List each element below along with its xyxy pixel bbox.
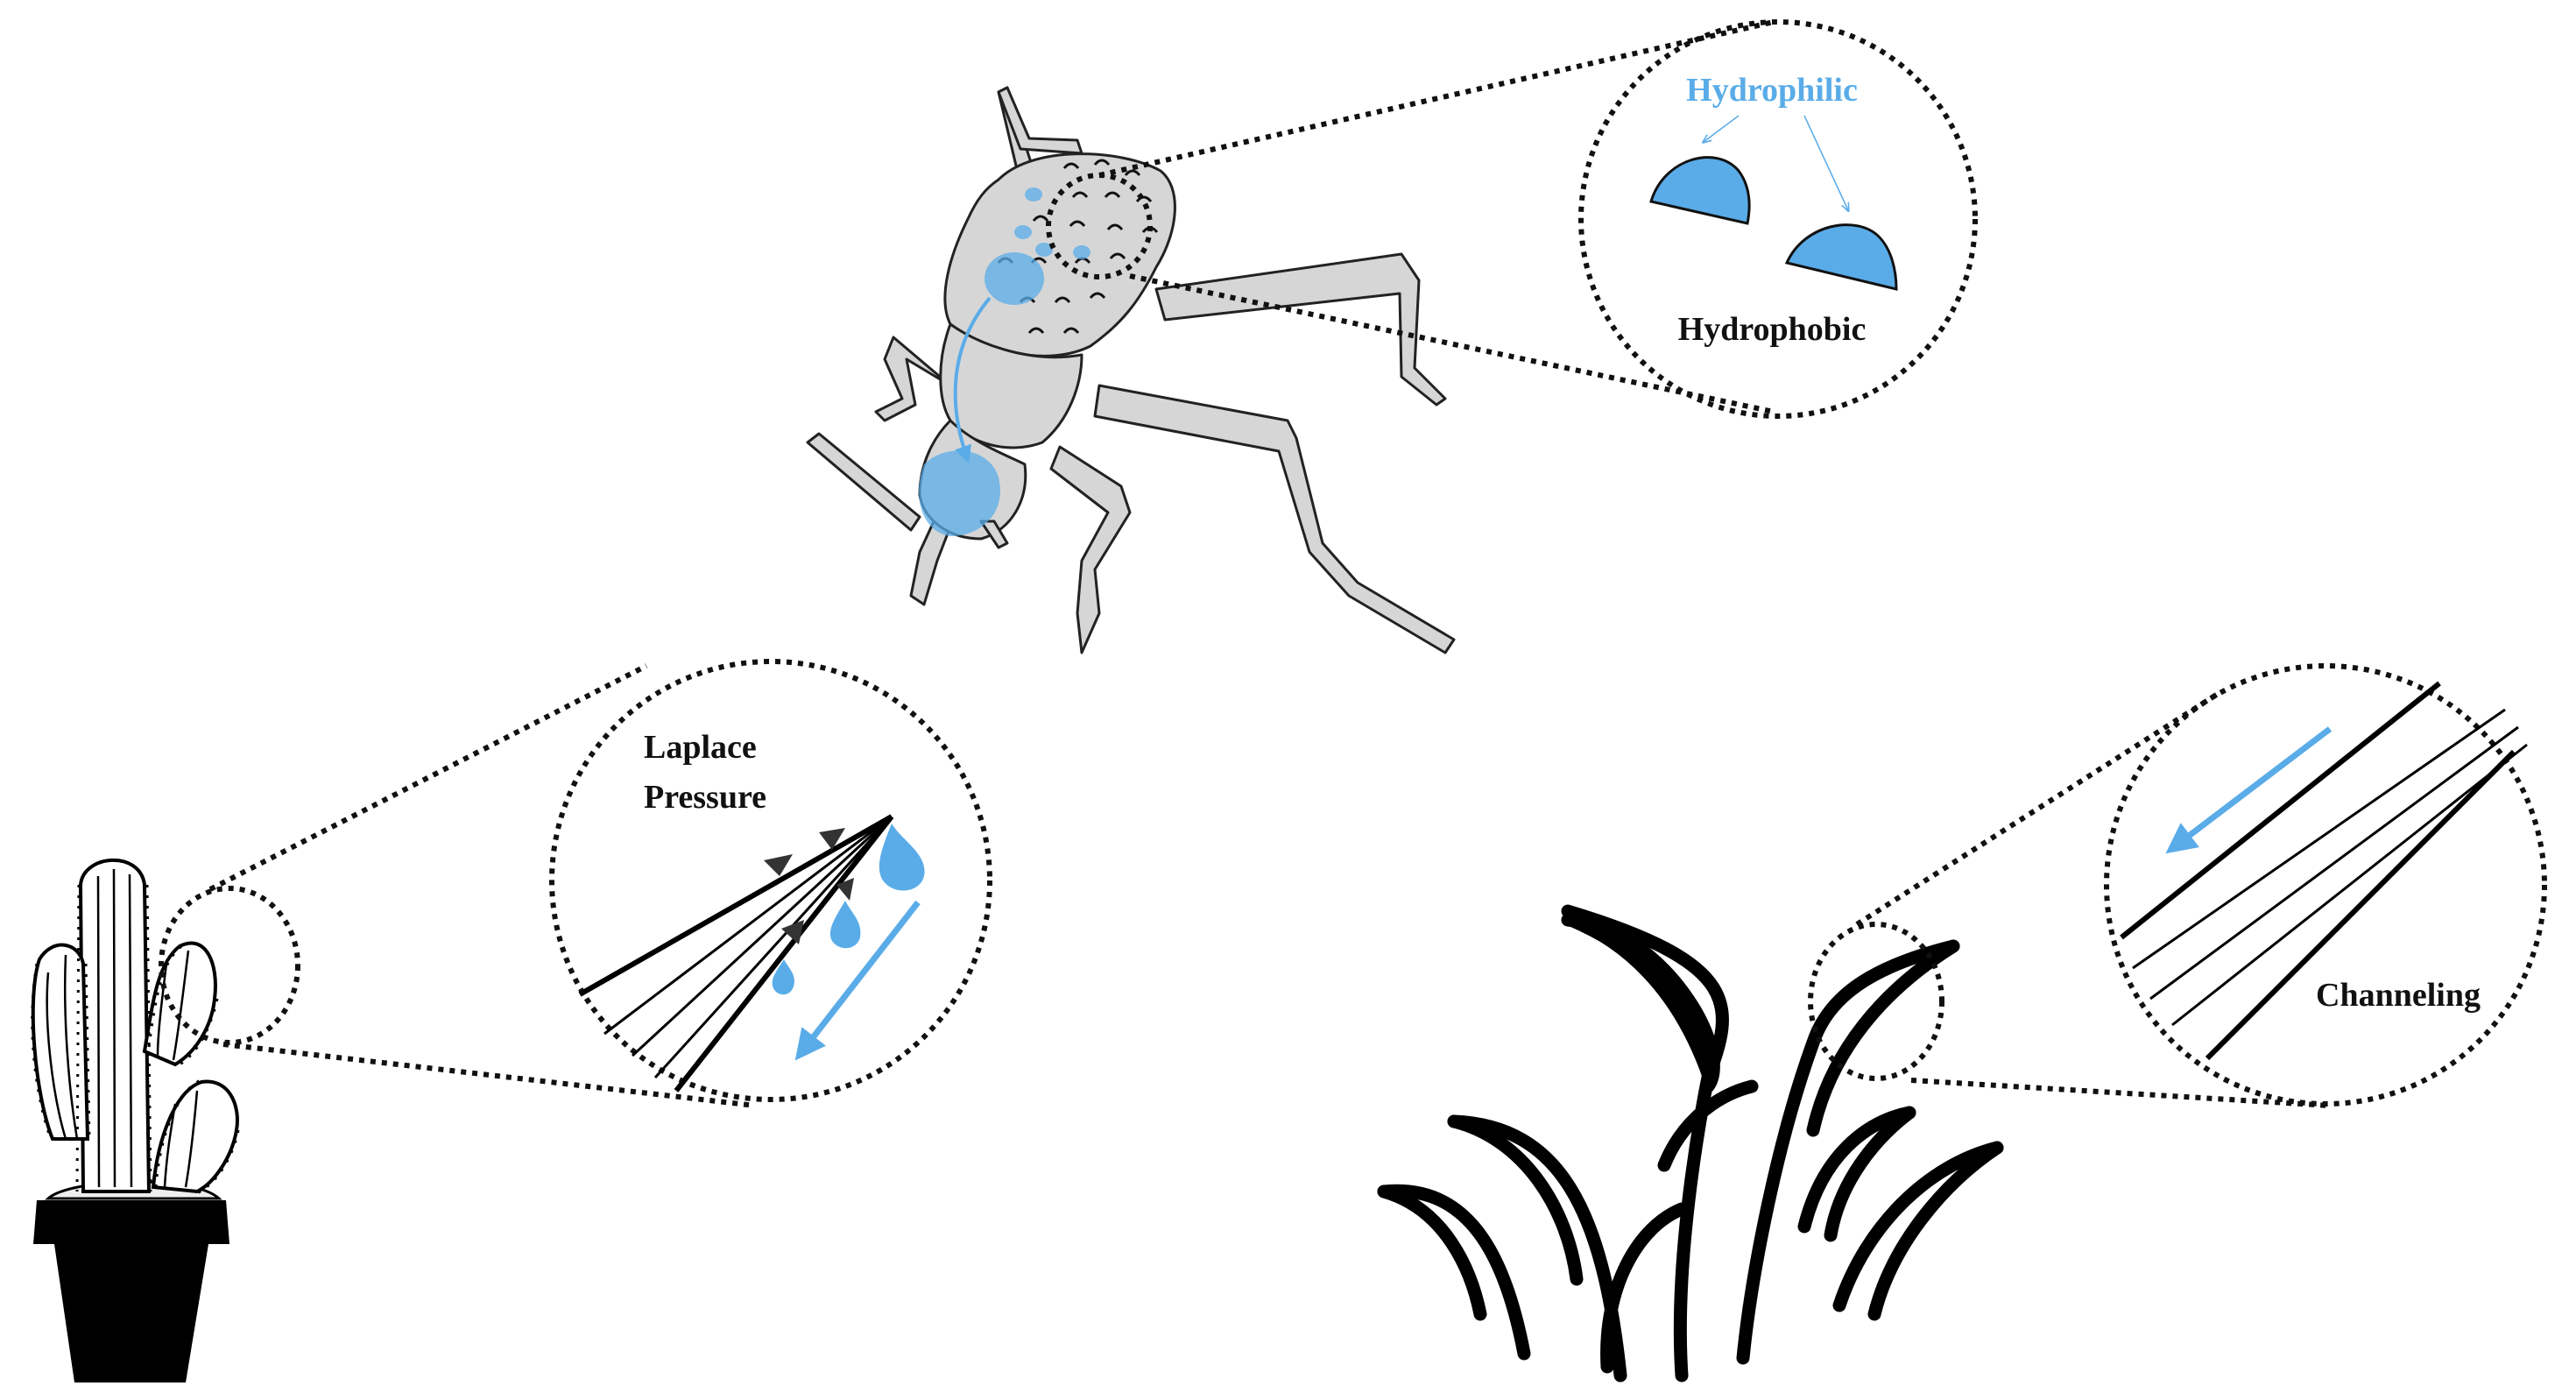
- hydrophilic-arrow-left: [1704, 115, 1740, 142]
- grass-small-circle: [1808, 922, 1944, 1081]
- grass-zoom-callout: [1808, 663, 2547, 1108]
- hydrophilic-arrow-right: [1803, 115, 1848, 210]
- beetle-water: [919, 187, 1090, 536]
- water-droplet-icon: [772, 824, 925, 995]
- laplace-label-line1: Laplace: [644, 729, 757, 766]
- beetle-zoom-circle: [1578, 19, 1978, 419]
- barbs: [764, 828, 854, 944]
- grass-zoom-circle: [2104, 663, 2547, 1107]
- hydrophilic-droplets: [1649, 156, 1898, 291]
- laplace-label-line2: Pressure: [644, 779, 766, 816]
- cactus-icon: [31, 858, 240, 1382]
- beetle-flow-arrow: [953, 296, 992, 463]
- hydrophobic-label: Hydrophobic: [1678, 311, 1867, 348]
- channeling-label: Channeling: [2316, 977, 2481, 1014]
- cactus-left-arm: [31, 943, 90, 1141]
- cactus-flow-arrow: [794, 900, 921, 1061]
- grass-icon: [1377, 904, 2004, 1382]
- grass-flow-arrow: [2165, 726, 2333, 854]
- beetle-icon: [806, 86, 1456, 654]
- beetle-small-circle: [1046, 173, 1153, 279]
- cactus-lower-arm: [151, 1079, 239, 1194]
- pot: [33, 1200, 229, 1382]
- spine-icon: [578, 814, 894, 1092]
- grass-blade-zoom: [2120, 681, 2528, 1061]
- cactus-small-circle: [159, 886, 300, 1045]
- cactus-zoom-callout: [159, 659, 992, 1108]
- beetle-zoom-callout: [1046, 19, 1978, 419]
- hydrophilic-label: Hydrophilic: [1686, 72, 1858, 109]
- cactus-zoom-circle: [549, 659, 992, 1102]
